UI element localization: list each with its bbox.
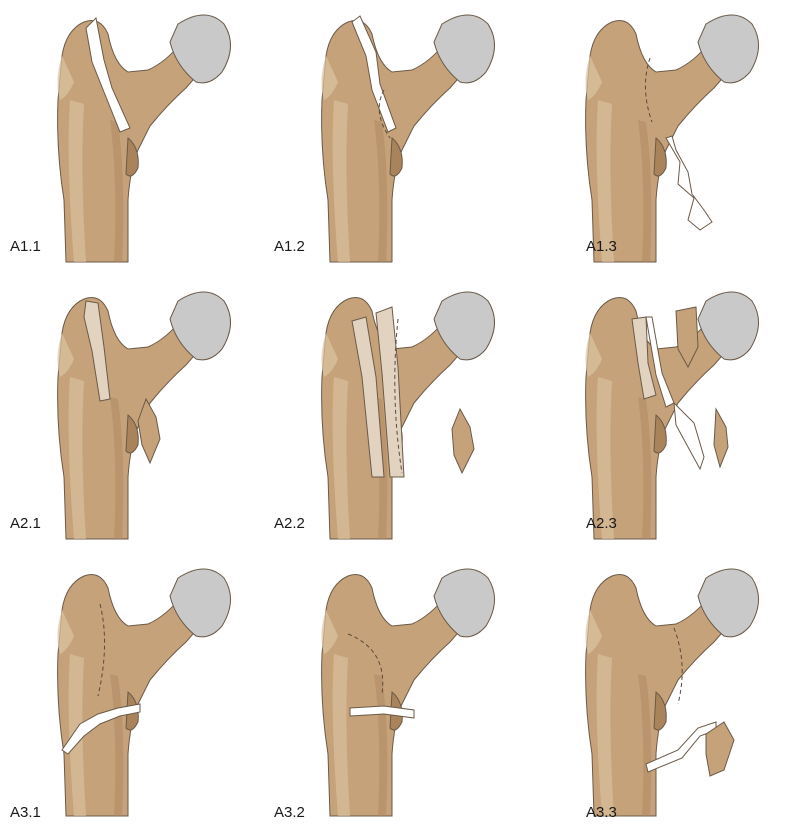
femur-a1-1-illustration [0, 0, 264, 277]
femur-a2-1-illustration [0, 277, 264, 554]
panel-label-a2-1: A2.1 [10, 515, 41, 532]
panel-a3-3: A3.3 [528, 554, 792, 831]
panel-a1-2: A1.2 [264, 0, 528, 277]
panel-a2-3: A2.3 [528, 277, 792, 554]
panel-label-a1-3: A1.3 [586, 238, 617, 255]
panel-label-a1-2: A1.2 [274, 238, 305, 255]
panel-a2-2: A2.2 [264, 277, 528, 554]
panel-a1-1: A1.1 [0, 0, 264, 277]
femur-a2-2-illustration [264, 277, 528, 554]
panel-a3-2: A3.2 [264, 554, 528, 831]
panel-label-a3-3: A3.3 [586, 804, 617, 821]
panel-label-a3-1: A3.1 [10, 804, 41, 821]
femur-a3-3-illustration [528, 554, 792, 831]
femur-a2-3-illustration [528, 277, 792, 554]
panel-a3-1: A3.1 [0, 554, 264, 831]
panel-label-a3-2: A3.2 [274, 804, 305, 821]
panel-a1-3: A1.3 [528, 0, 792, 277]
femur-a3-2-illustration [264, 554, 528, 831]
panel-label-a2-3: A2.3 [586, 515, 617, 532]
panel-label-a1-1: A1.1 [10, 238, 41, 255]
femur-a3-1-illustration [0, 554, 264, 831]
femur-a1-2-illustration [264, 0, 528, 277]
femur-a1-3-illustration [528, 0, 792, 277]
panel-label-a2-2: A2.2 [274, 515, 305, 532]
panel-a2-1: A2.1 [0, 277, 264, 554]
